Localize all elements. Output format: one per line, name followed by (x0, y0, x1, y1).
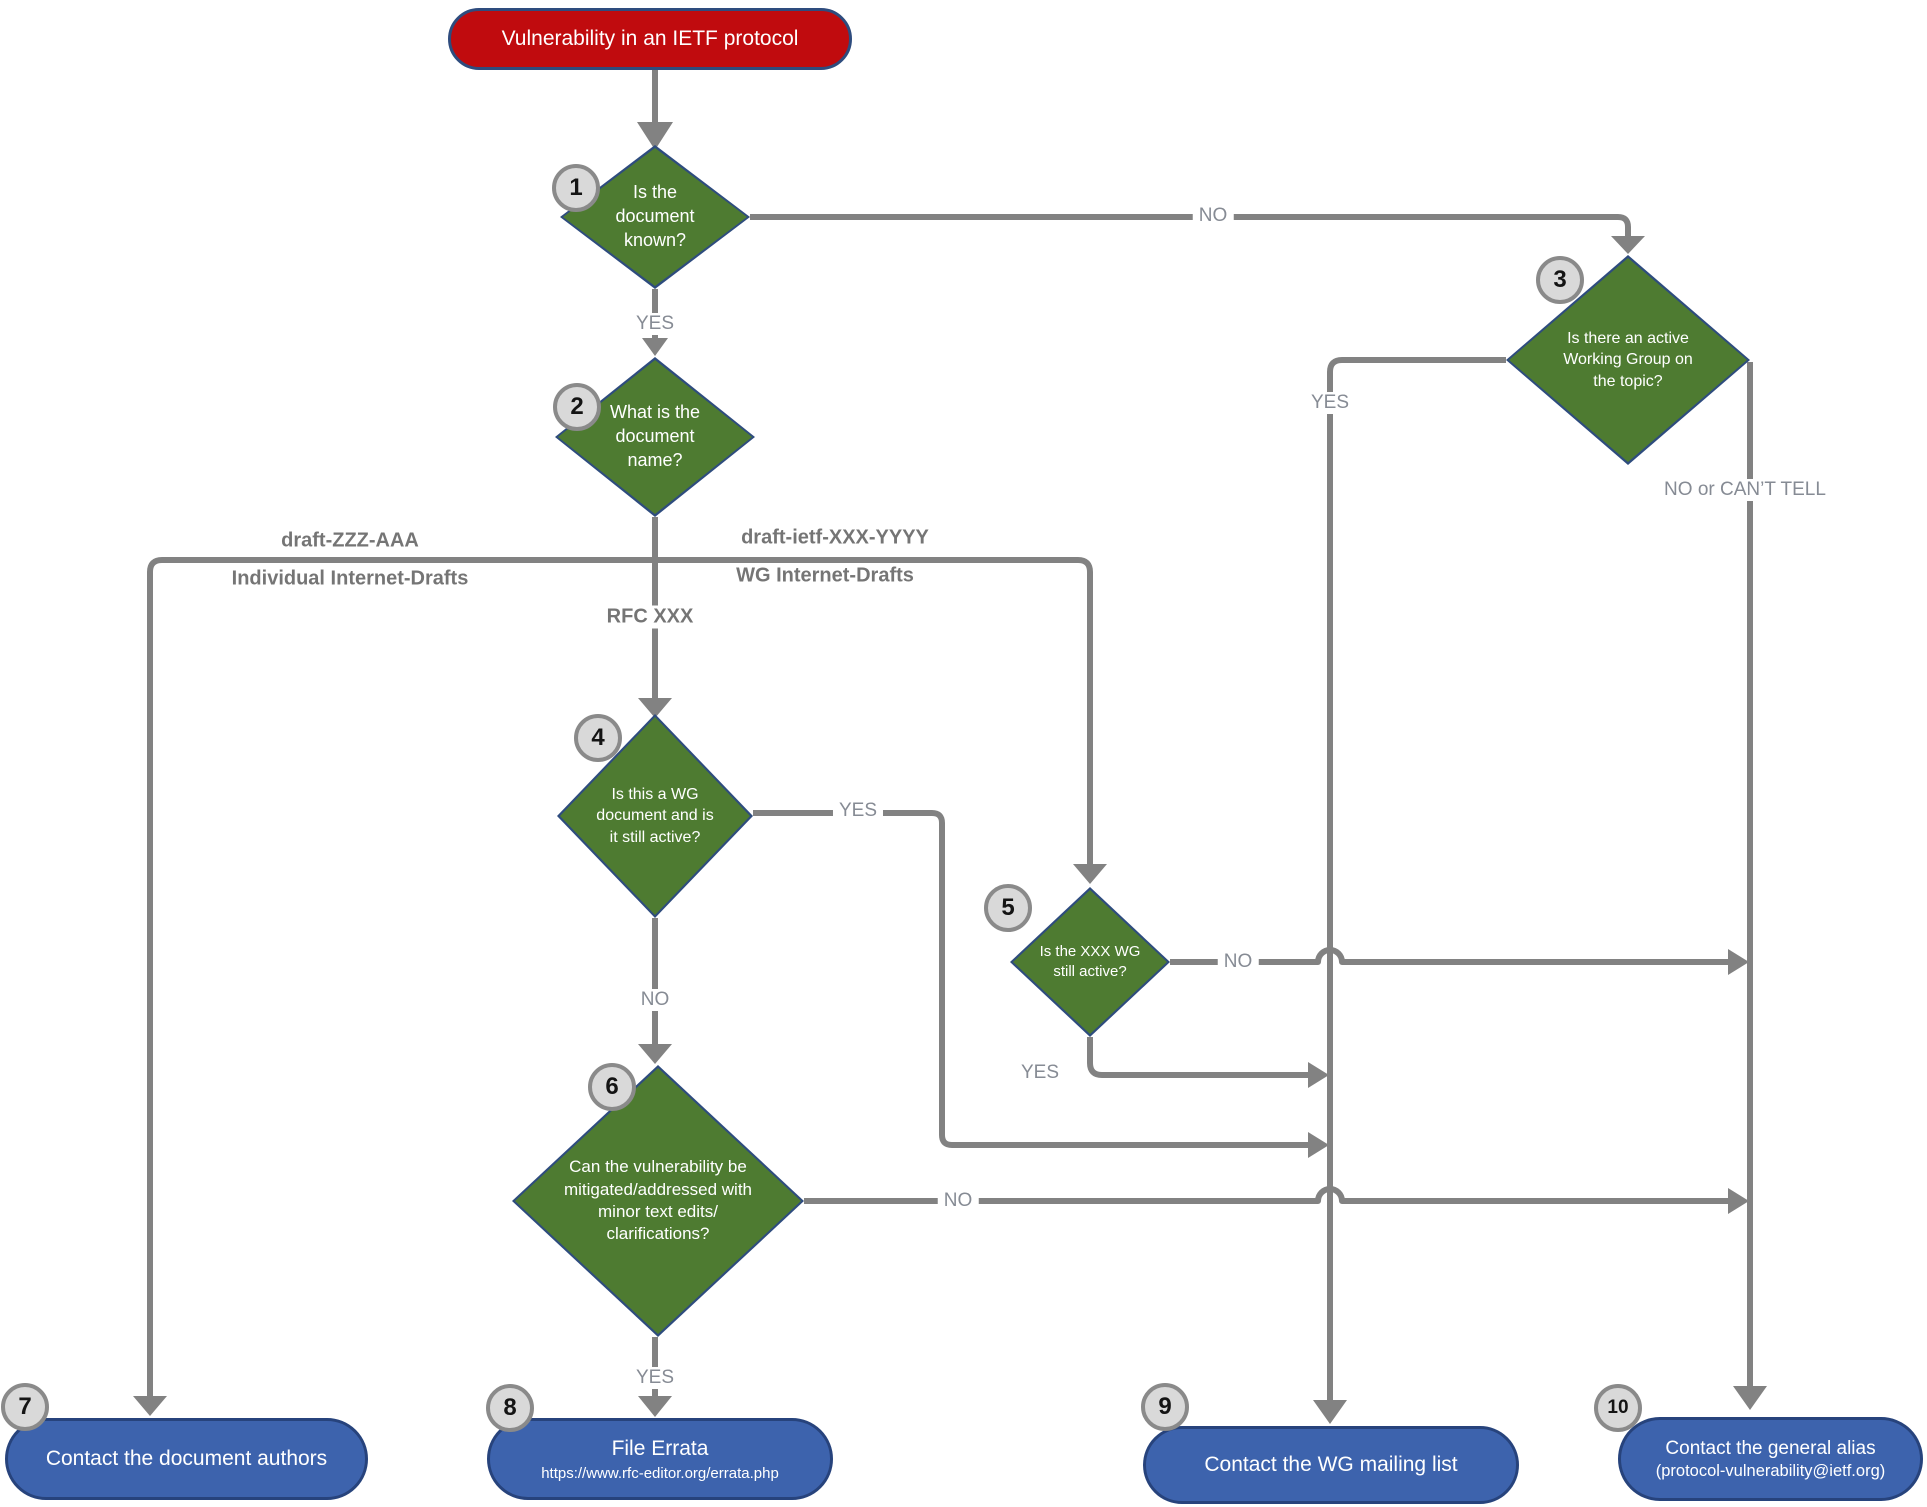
decision-1-line3: known? (623, 229, 687, 250)
decision-6-line1: Can the vulnerability be (569, 1157, 747, 1177)
branch-label-individual-line1: draft-ZZZ-AAA (281, 529, 419, 552)
decision-3-line3: the topic? (1593, 372, 1663, 390)
edge-d5-yes-merge (1087, 1037, 1329, 1088)
terminal-10-email: (protocol-vulnerability@ietf.org) (1655, 1461, 1886, 1480)
decision-4-line3: it still active? (609, 828, 701, 846)
edge-d4-yes-merge (753, 810, 1329, 1158)
decision-3-line2: Working Group on (1563, 351, 1693, 369)
badge-4: 4 (574, 714, 622, 762)
edge-d3-yes-to-wg-list (1313, 357, 1506, 1424)
branch-label-individual-line2: Individual Internet-Drafts (231, 567, 469, 590)
terminal-9-title: Contact the WG mailing list (1204, 1453, 1458, 1476)
decision-1-line2: document (615, 206, 695, 227)
decision-2-line3: name? (627, 449, 683, 470)
decision-2-document-name: What is the document name? (555, 357, 755, 517)
terminal-8-url: https://www.rfc-editor.org/errata.php (541, 1464, 779, 1482)
edge-start-to-d1 (637, 70, 673, 150)
badge-6: 6 (588, 1063, 636, 1111)
branch-label-wg-line2: WG Internet-Drafts (736, 564, 914, 587)
badge-8: 8 (486, 1384, 534, 1432)
branch-label-rfc: RFC XXX (598, 605, 702, 629)
badge-1: 1 (552, 164, 600, 212)
branch-label-wg-line1: draft-ietf-XXX-YYYY (741, 526, 929, 549)
start-node-label: Vulnerability in an IETF protocol (501, 27, 799, 50)
start-node-vulnerability: Vulnerability in an IETF protocol (448, 8, 852, 70)
edge-label-d3-yes: YES (1304, 392, 1356, 414)
terminal-10-contact-general-alias: Contact the general alias (protocol-vuln… (1618, 1417, 1923, 1501)
decision-6-line3: minor text edits/ (598, 1202, 718, 1221)
edge-label-d4-no: NO (634, 989, 676, 1011)
edge-label-d3-no: NO or CAN’T TELL (1658, 479, 1832, 501)
decision-6-line2: mitigated/addressed with (563, 1179, 753, 1199)
decision-5-xxx-wg-active: Is the XXX WG still active? (1010, 887, 1170, 1037)
decision-6-line4: clarifications? (606, 1224, 710, 1244)
badge-5: 5 (984, 884, 1032, 932)
decision-5-line2: still active? (1053, 963, 1127, 980)
edge-label-d1-yes: YES (629, 313, 681, 335)
decision-6-minor-text-edits: Can the vulnerability be mitigated/addre… (512, 1065, 804, 1337)
badge-7: 7 (1, 1383, 49, 1431)
badge-3: 3 (1536, 256, 1584, 304)
edge-label-d6-yes: YES (629, 1367, 681, 1389)
terminal-7-title: Contact the document authors (45, 1447, 328, 1470)
edge-label-d6-no: NO (937, 1190, 979, 1212)
decision-3-line1: Is there an active (1567, 330, 1689, 348)
badge-9: 9 (1141, 1383, 1189, 1431)
decision-4-line1: Is this a WG (611, 786, 699, 804)
badge-2: 2 (553, 383, 601, 431)
edge-label-d4-yes: YES (832, 800, 884, 822)
edge-label-d1-no: NO (1192, 205, 1234, 227)
terminal-10-title: Contact the general alias (1665, 1437, 1876, 1459)
terminal-9-contact-wg-list: Contact the WG mailing list (1143, 1426, 1519, 1504)
edge-d3-no-to-alias (1733, 362, 1767, 1410)
badge-10: 10 (1594, 1384, 1642, 1432)
edge-d4-no-to-d6 (638, 918, 672, 1064)
decision-2-line1: What is the (609, 402, 701, 423)
terminal-7-contact-authors: Contact the document authors (5, 1418, 368, 1500)
decision-5-line1: Is the XXX WG (1039, 943, 1141, 961)
edge-label-d5-yes: YES (1014, 1062, 1066, 1084)
edge-branch-bar (133, 557, 1107, 1416)
decision-4-line2: document and is (596, 807, 714, 825)
decision-1-line1: Is the (632, 182, 678, 203)
decision-2-line2: document (615, 426, 695, 447)
edge-d1-no-to-d3 (750, 214, 1645, 254)
edge-label-d5-no: NO (1217, 951, 1259, 973)
terminal-8-file-errata: File Errata https://www.rfc-editor.org/e… (487, 1418, 833, 1500)
terminal-8-title: File Errata (611, 1436, 709, 1460)
